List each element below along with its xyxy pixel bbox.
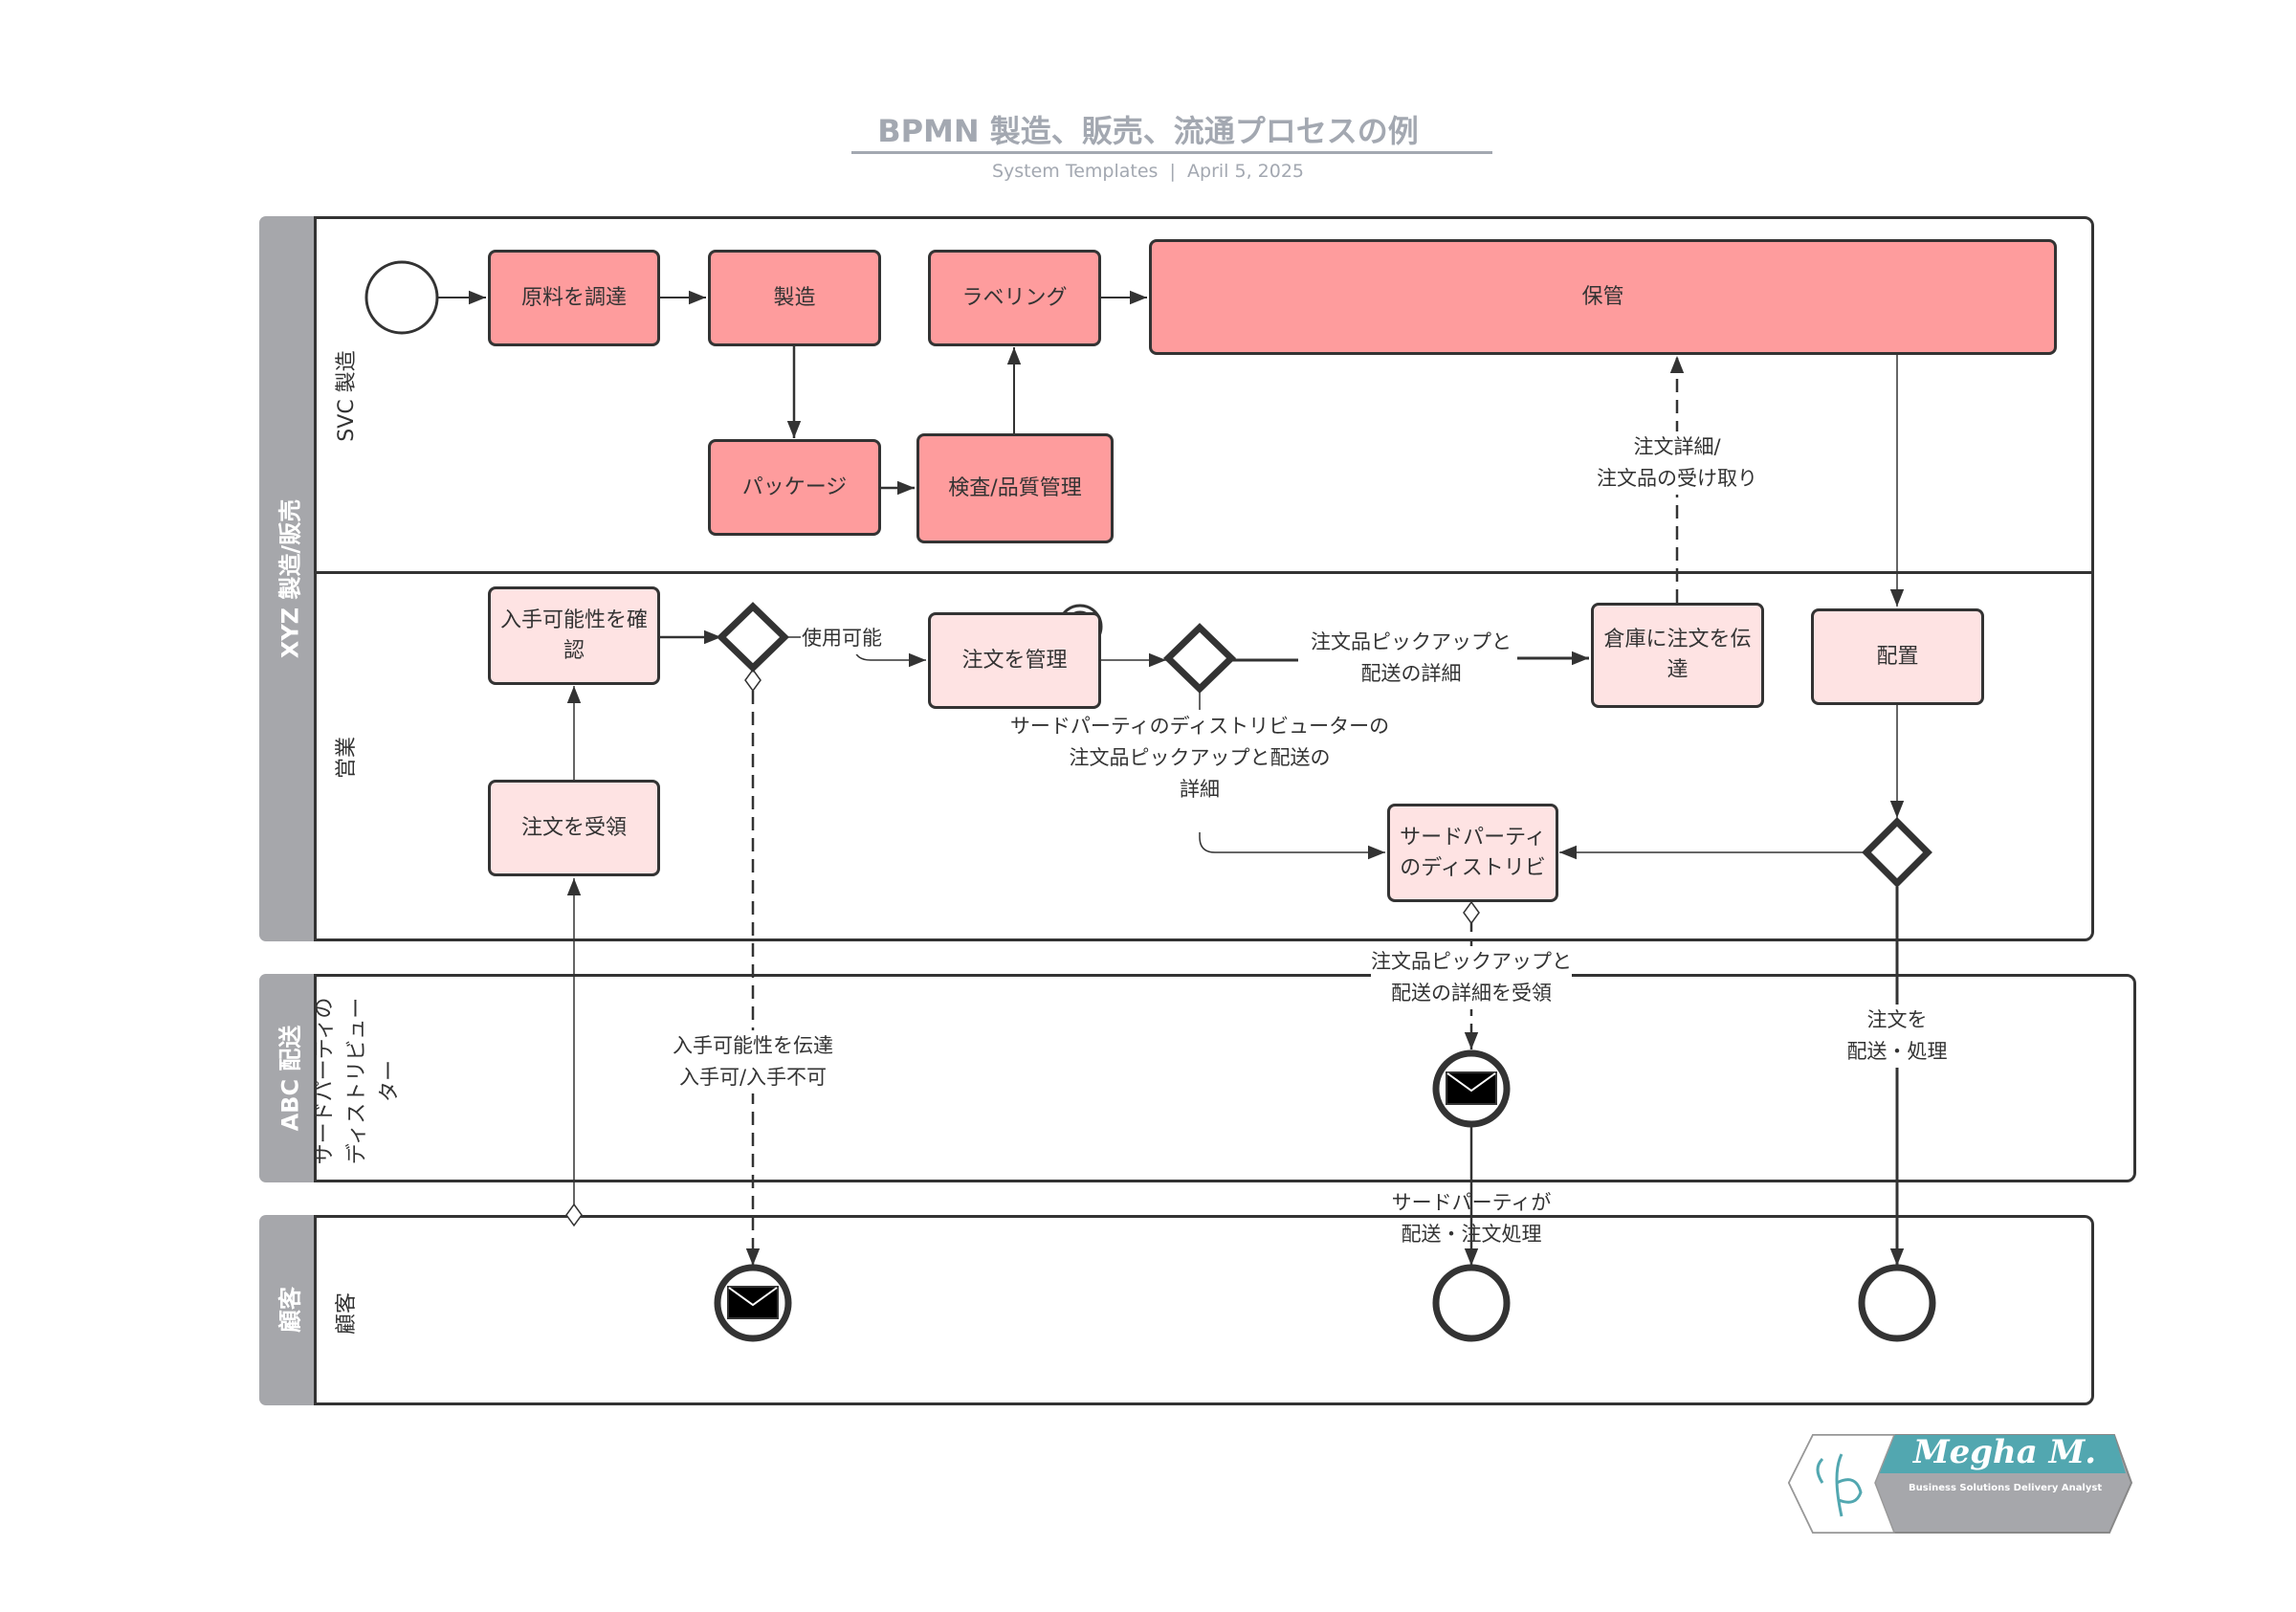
flow-label-communicate-availability: 入手可能性を伝達 入手可/入手不可	[673, 1030, 833, 1093]
flow-gateway2-thirdparty	[1199, 693, 1385, 852]
flow-label-ship-process: 注文を 配送・処理	[1846, 1005, 1948, 1068]
message-origin-diamond	[744, 668, 762, 693]
flow-label-receive-pickup: 注文品ピックアップと 配送の詳細を受領	[1371, 946, 1572, 1009]
task-check-availability[interactable]: 入手可能性を確認	[488, 586, 660, 685]
end-event-shipped[interactable]	[1858, 1264, 1936, 1342]
task-procure[interactable]: 原料を調達	[488, 250, 660, 346]
task-label: 配置	[1876, 644, 1919, 669]
envelope-icon	[727, 1286, 779, 1319]
task-label: サードパーティのディストリビ	[1400, 825, 1546, 880]
task-third-party[interactable]: サードパーティのディストリビ	[1387, 804, 1558, 902]
pool-abc: ABC 配送 サードパーティのディストリビューター	[259, 974, 2136, 1182]
task-label: パッケージ	[741, 475, 848, 499]
task-storage[interactable]: 保管	[1149, 239, 2057, 355]
message-origin-diamond	[565, 1203, 583, 1227]
task-label: 保管	[1581, 284, 1624, 309]
end-event-third-party[interactable]	[1432, 1264, 1511, 1342]
task-manage-order[interactable]: 注文を管理	[928, 612, 1101, 709]
task-notify-warehouse[interactable]: 倉庫に注文を伝達	[1591, 603, 1764, 708]
task-package[interactable]: パッケージ	[708, 439, 881, 536]
logo-name: Megha M.	[1913, 1433, 2097, 1471]
pool-header-customer: 顧客	[259, 1215, 317, 1405]
task-label: 原料を調達	[520, 285, 627, 310]
pool-header-xyz: XYZ 製造/販売	[259, 216, 317, 941]
envelope-icon	[1446, 1071, 1497, 1105]
start-event[interactable]	[364, 260, 439, 335]
task-receive-order[interactable]: 注文を受領	[488, 780, 660, 876]
task-label: 検査/品質管理	[948, 475, 1082, 500]
flow-label-third-party-details: サードパーティのディストリビューターの 注文品ピックアップと配送の 詳細	[1009, 711, 1390, 806]
task-label: 製造	[773, 285, 816, 310]
task-label: ラベリング	[961, 285, 1068, 310]
pool-header-abc: ABC 配送	[259, 974, 317, 1182]
logo-role: Business Solutions Delivery Analyst	[1909, 1483, 2103, 1493]
flow-label-available: 使用可能	[802, 623, 882, 654]
flow-label-third-party-ships: サードパーティが 配送・注文処理	[1391, 1191, 1552, 1246]
flow-gateway2-warehouse	[1232, 658, 1589, 660]
message-origin-diamond	[1463, 900, 1480, 925]
task-label: 注文を管理	[961, 648, 1068, 673]
logo-monogram-icon	[1816, 1453, 1863, 1517]
gateway-ship[interactable]	[1862, 817, 1932, 888]
lane-divider	[314, 571, 2094, 574]
task-label: 入手可能性を確認	[499, 607, 648, 663]
author-logo: Megha M. Business Solutions Delivery Ana…	[1770, 1425, 2133, 1550]
task-labeling[interactable]: ラベリング	[928, 250, 1101, 346]
pool-customer: 顧客 顧客	[259, 1215, 2094, 1405]
title-underline	[851, 151, 1492, 154]
flow-label-order-details: 注文詳細/ 注文品の受け取り	[1597, 431, 1757, 495]
task-manufacture[interactable]: 製造	[708, 250, 881, 346]
task-label: 注文を受領	[520, 815, 627, 840]
flow-label-pickup-delivery: 注文品ピックアップと 配送の詳細	[1311, 627, 1512, 690]
gateway-delivery-option[interactable]	[1162, 623, 1237, 694]
task-inspect[interactable]: 検査/品質管理	[916, 433, 1114, 543]
page-title: BPMN 製造、販売、流通プロセスの例	[877, 113, 1419, 149]
task-label: 倉庫に注文を伝達	[1603, 628, 1752, 682]
gateway-availability[interactable]	[716, 602, 790, 673]
page-subtitle: System Templates | April 5, 2025	[991, 161, 1305, 182]
task-placement[interactable]: 配置	[1811, 608, 1984, 705]
